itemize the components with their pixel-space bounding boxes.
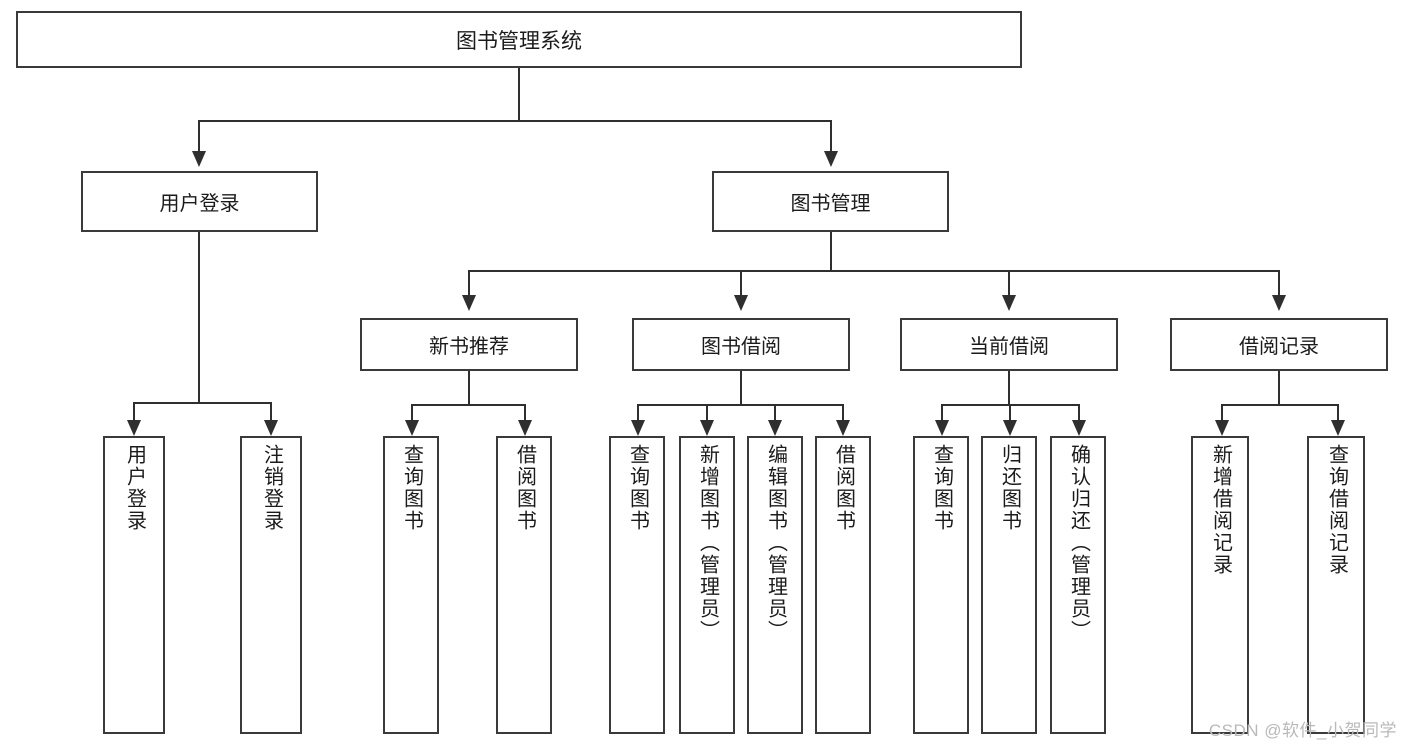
arrowhead-leaf-query-book-3 bbox=[935, 420, 949, 436]
node-label: 查询图书 bbox=[626, 444, 649, 532]
connector-book-borrow-stem bbox=[740, 371, 742, 404]
node-book-management[interactable]: 图书管理 bbox=[712, 171, 949, 232]
arrowhead-leaf-borrow-book-2 bbox=[836, 420, 850, 436]
connector-new-book-recommend-stem bbox=[468, 371, 470, 404]
node-borrow-record[interactable]: 借阅记录 bbox=[1170, 318, 1388, 371]
arrowhead-leaf-confirm-return bbox=[1072, 420, 1086, 436]
connector-borrow-record-stem bbox=[1278, 371, 1280, 404]
node-label: 查询图书 bbox=[930, 444, 953, 532]
node-label: 新增图书（管理员） bbox=[696, 444, 719, 642]
connector-drop-leaf-query-book-1 bbox=[411, 404, 413, 420]
node-leaf-query-book-3[interactable]: 查询图书 bbox=[913, 436, 969, 734]
node-leaf-borrow-book-1[interactable]: 借阅图书 bbox=[496, 436, 552, 734]
node-label: 借阅图书 bbox=[832, 444, 855, 532]
node-label: 借阅记录 bbox=[1239, 336, 1319, 358]
node-current-borrow[interactable]: 当前借阅 bbox=[900, 318, 1118, 371]
connector-drop-leaf-edit-book bbox=[774, 404, 776, 420]
node-label: 图书管理系统 bbox=[456, 29, 582, 53]
node-label: 查询图书 bbox=[400, 444, 423, 532]
arrowhead-leaf-user-login bbox=[127, 420, 141, 436]
node-leaf-borrow-book-2[interactable]: 借阅图书 bbox=[815, 436, 871, 734]
connector-user-login-stem bbox=[198, 232, 200, 402]
connector-borrow-record-bus bbox=[1221, 404, 1338, 406]
arrowhead-book-borrow bbox=[734, 295, 748, 311]
node-leaf-add-record[interactable]: 新增借阅记录 bbox=[1191, 436, 1249, 734]
node-leaf-query-record[interactable]: 查询借阅记录 bbox=[1307, 436, 1365, 734]
connector-root-stem bbox=[518, 68, 520, 120]
connector-drop-leaf-borrow-book-2 bbox=[842, 404, 844, 420]
connector-drop-book-management bbox=[830, 120, 832, 151]
arrowhead-leaf-edit-book bbox=[768, 420, 782, 436]
connector-drop-new-book-recommend bbox=[468, 270, 470, 295]
node-label: 用户登录 bbox=[123, 444, 146, 532]
arrowhead-leaf-borrow-book-1 bbox=[518, 420, 532, 436]
node-leaf-query-book-1[interactable]: 查询图书 bbox=[383, 436, 439, 734]
node-leaf-confirm-return[interactable]: 确认归还（管理员） bbox=[1050, 436, 1106, 734]
node-label: 图书管理 bbox=[790, 193, 871, 215]
node-new-book-recommend[interactable]: 新书推荐 bbox=[360, 318, 578, 371]
node-label: 用户登录 bbox=[159, 193, 240, 215]
node-leaf-logout[interactable]: 注销登录 bbox=[240, 436, 302, 734]
node-label: 确认归还（管理员） bbox=[1067, 444, 1090, 642]
connector-level2-bus bbox=[468, 270, 1280, 272]
connector-drop-leaf-query-record bbox=[1337, 404, 1339, 420]
connector-book-borrow-bus bbox=[637, 404, 843, 406]
arrowhead-leaf-add-record bbox=[1215, 420, 1229, 436]
node-label: 当前借阅 bbox=[969, 336, 1049, 358]
node-user-login[interactable]: 用户登录 bbox=[81, 171, 318, 232]
connector-drop-leaf-user-login bbox=[133, 402, 135, 420]
node-label: 查询借阅记录 bbox=[1325, 444, 1348, 576]
node-leaf-add-book[interactable]: 新增图书（管理员） bbox=[679, 436, 735, 734]
arrowhead-leaf-return-book bbox=[1003, 420, 1017, 436]
arrowhead-leaf-query-record bbox=[1331, 420, 1345, 436]
node-label: 编辑图书（管理员） bbox=[764, 444, 787, 642]
node-label: 借阅图书 bbox=[513, 444, 536, 532]
node-label: 新增借阅记录 bbox=[1209, 444, 1232, 576]
node-leaf-edit-book[interactable]: 编辑图书（管理员） bbox=[747, 436, 803, 734]
connector-drop-leaf-borrow-book-1 bbox=[524, 404, 526, 420]
arrowhead-user-login bbox=[192, 151, 206, 167]
connector-book-management-stem bbox=[830, 232, 832, 270]
node-label: 注销登录 bbox=[260, 444, 283, 532]
arrowhead-book-management bbox=[824, 151, 838, 167]
connector-user-login-bus bbox=[133, 402, 272, 404]
connector-drop-user-login bbox=[198, 120, 200, 151]
connector-current-borrow-stem bbox=[1008, 371, 1010, 404]
connector-drop-leaf-add-book bbox=[706, 404, 708, 420]
arrowhead-new-book-recommend bbox=[462, 295, 476, 311]
connector-drop-leaf-add-record bbox=[1221, 404, 1223, 420]
connector-new-book-recommend-bus bbox=[411, 404, 525, 406]
arrowhead-leaf-query-book-1 bbox=[405, 420, 419, 436]
arrowhead-leaf-logout bbox=[264, 420, 278, 436]
node-leaf-return-book[interactable]: 归还图书 bbox=[981, 436, 1037, 734]
connector-drop-book-borrow bbox=[740, 270, 742, 295]
arrowhead-leaf-add-book bbox=[700, 420, 714, 436]
arrowhead-current-borrow bbox=[1002, 295, 1016, 311]
connector-drop-leaf-query-book-3 bbox=[941, 404, 943, 420]
node-leaf-user-login[interactable]: 用户登录 bbox=[103, 436, 165, 734]
node-book-borrow[interactable]: 图书借阅 bbox=[632, 318, 850, 371]
node-label: 归还图书 bbox=[998, 444, 1021, 532]
connector-level1-bus bbox=[198, 120, 832, 122]
connector-drop-borrow-record bbox=[1278, 270, 1280, 295]
connector-drop-leaf-return-book bbox=[1009, 404, 1011, 420]
arrowhead-leaf-query-book-2 bbox=[631, 420, 645, 436]
node-leaf-query-book-2[interactable]: 查询图书 bbox=[609, 436, 665, 734]
node-label: 图书借阅 bbox=[701, 336, 781, 358]
connector-drop-current-borrow bbox=[1008, 270, 1010, 295]
connector-drop-leaf-query-book-2 bbox=[637, 404, 639, 420]
node-root-system[interactable]: 图书管理系统 bbox=[16, 11, 1022, 68]
node-label: 新书推荐 bbox=[429, 336, 509, 358]
arrowhead-borrow-record bbox=[1272, 295, 1286, 311]
connector-drop-leaf-confirm-return bbox=[1078, 404, 1080, 420]
connector-drop-leaf-logout bbox=[270, 402, 272, 420]
